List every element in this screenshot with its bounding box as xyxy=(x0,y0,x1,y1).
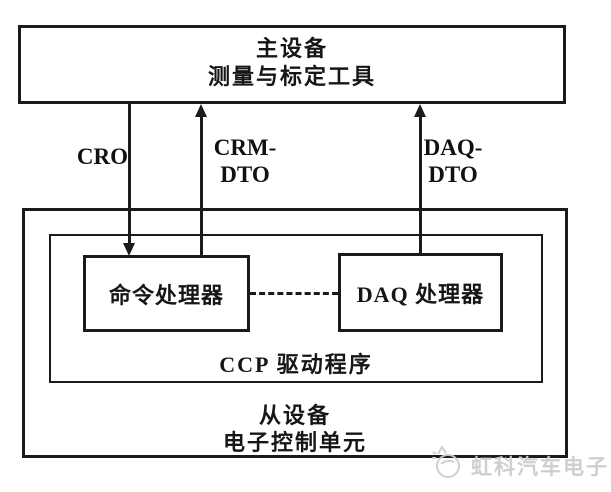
watermark-mascot-logo-icon xyxy=(430,444,466,487)
crm-dto-label-line2: DTO xyxy=(220,162,270,187)
ccp-driver-label: CCP 驱动程序 xyxy=(219,352,373,377)
slave-device-title: 从设备 电子控制单元 xyxy=(22,402,568,456)
command-processor-label: 命令处理器 xyxy=(108,282,224,308)
daq-processor-label: DAQ 处理器 xyxy=(356,281,485,307)
crm-dto-arrow-label: CRM- DTO xyxy=(212,134,278,188)
slave-device-title-line1: 从设备 xyxy=(258,403,331,428)
ccp-driver-box xyxy=(49,234,543,383)
master-device-title: 主设备 测量与标定工具 xyxy=(18,35,566,91)
daq-dto-arrow-line xyxy=(419,116,422,253)
command-processor-box xyxy=(83,255,250,332)
slave-device-title-line2: 电子控制单元 xyxy=(222,430,367,455)
master-device-title-line1: 主设备 xyxy=(255,36,328,61)
daq-dto-arrowhead-up-icon xyxy=(414,104,426,117)
cro-arrow-label: CRO xyxy=(76,144,128,169)
cro-arrowhead-down-icon xyxy=(123,243,135,256)
crm-dto-arrowhead-up-icon xyxy=(195,104,207,117)
watermark: 虹科汽车电子 xyxy=(430,444,609,487)
daq-processor-box xyxy=(338,253,503,332)
crm-dto-arrow-line xyxy=(200,116,203,256)
processor-dashed-connector xyxy=(250,292,338,295)
master-device-title-line2: 测量与标定工具 xyxy=(207,64,376,89)
watermark-text: 虹科汽车电子 xyxy=(471,454,609,479)
daq-dto-label-line2: DTO xyxy=(428,162,478,187)
crm-dto-label-line1: CRM- xyxy=(213,135,277,160)
cro-arrow-line xyxy=(128,104,131,244)
daq-dto-label-line1: DAQ- xyxy=(423,135,483,160)
daq-dto-arrow-label: DAQ- DTO xyxy=(420,134,486,188)
master-device-box xyxy=(18,25,566,104)
slave-device-box xyxy=(22,208,568,458)
